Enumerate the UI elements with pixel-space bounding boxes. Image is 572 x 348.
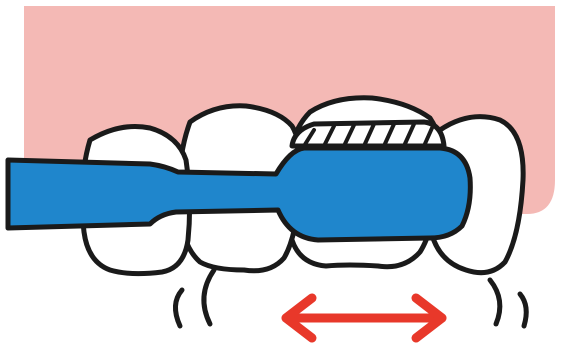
double-headed-arrow-icon: [281, 293, 447, 343]
bristle-block: [289, 119, 447, 149]
toothbrush-handle: [5, 145, 473, 243]
motion-lines-icon: [173, 267, 529, 329]
bristle-lines: [302, 122, 434, 148]
